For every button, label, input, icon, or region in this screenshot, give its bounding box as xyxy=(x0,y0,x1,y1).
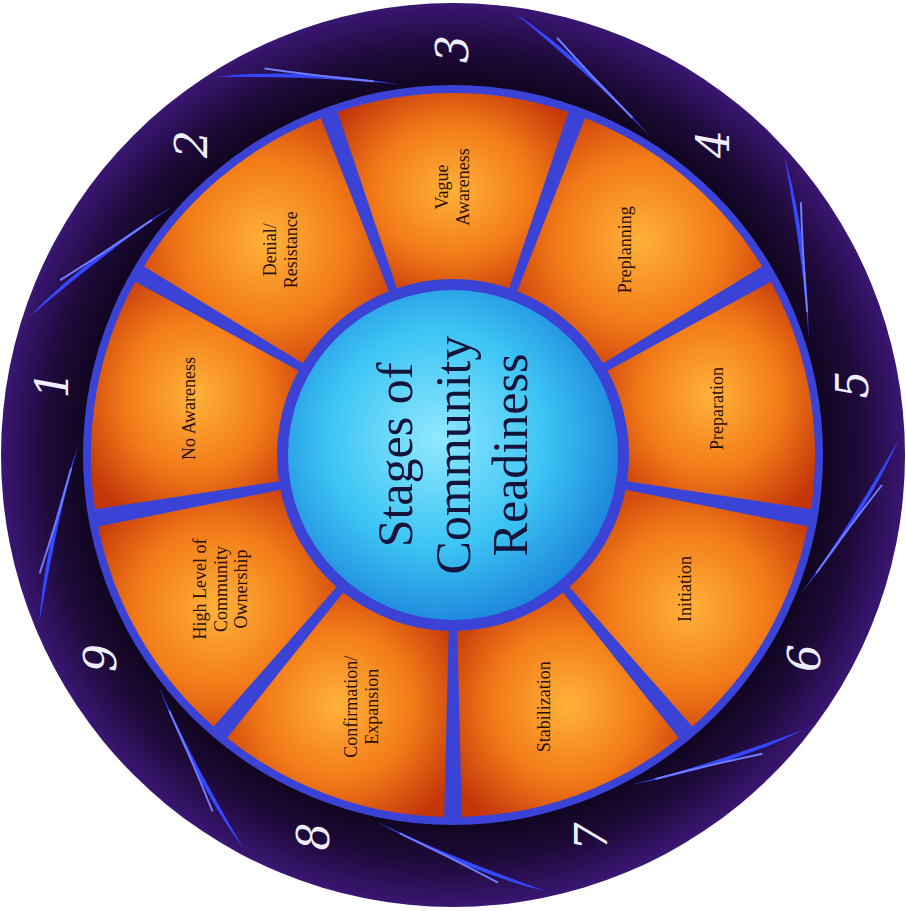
stage-number: 1 xyxy=(31,370,75,398)
stage-number: 7 xyxy=(570,823,614,851)
stage-number: 3 xyxy=(431,35,475,63)
stage-name: High Level of Community Ownership xyxy=(190,535,252,643)
stage-name: Vague Awareness xyxy=(432,133,473,241)
swoosh-highlight xyxy=(816,485,882,573)
stage-wedge-fill xyxy=(457,593,679,817)
stage-number: 5 xyxy=(831,370,875,398)
stage-wedge-fill xyxy=(98,490,336,727)
stage-number: 2 xyxy=(170,130,214,158)
separator-ring xyxy=(83,85,823,825)
swoosh-highlight xyxy=(400,833,498,882)
stage-number: 9 xyxy=(79,644,123,672)
swoosh-highlight xyxy=(60,220,152,280)
stage-name: Confirmation/ Expansion xyxy=(341,653,382,761)
stage-wedge: Stabilization xyxy=(456,591,680,818)
swoosh-highlight xyxy=(169,711,212,812)
stage-number: 8 xyxy=(292,823,336,851)
center-circle-fill xyxy=(288,290,618,620)
center-circle: Stages of Community Readiness xyxy=(287,289,619,621)
outer-ring xyxy=(1,3,905,907)
stage-name: Preparation xyxy=(707,367,728,450)
swoosh xyxy=(39,442,79,622)
stage-name: Denial/ Resistance xyxy=(260,196,301,304)
swoosh-highlight xyxy=(265,69,374,82)
stage-name: Preplanning xyxy=(615,206,636,293)
swoosh-highlight xyxy=(801,202,807,312)
swoosh-highlight xyxy=(655,754,762,779)
swoosh xyxy=(375,821,545,891)
stage-number: 4 xyxy=(692,130,736,158)
stage-wedge: High Level of Community Ownership xyxy=(97,489,338,728)
swoosh-highlight xyxy=(40,468,72,573)
stage-wedge-shape xyxy=(456,591,680,818)
stage-name: Initiation xyxy=(675,556,696,622)
stage-name: No Awareness xyxy=(179,357,200,460)
swoosh xyxy=(784,157,808,340)
center-title: Stages of Community Readiness xyxy=(367,325,540,585)
stage-number: 6 xyxy=(783,644,827,672)
stage-wedge: Preparation xyxy=(606,280,816,509)
stage-wedge-fill xyxy=(608,282,815,509)
swoosh-highlight xyxy=(557,38,632,118)
stage-name: Stabilization xyxy=(534,661,555,752)
swoosh-group xyxy=(29,13,899,891)
